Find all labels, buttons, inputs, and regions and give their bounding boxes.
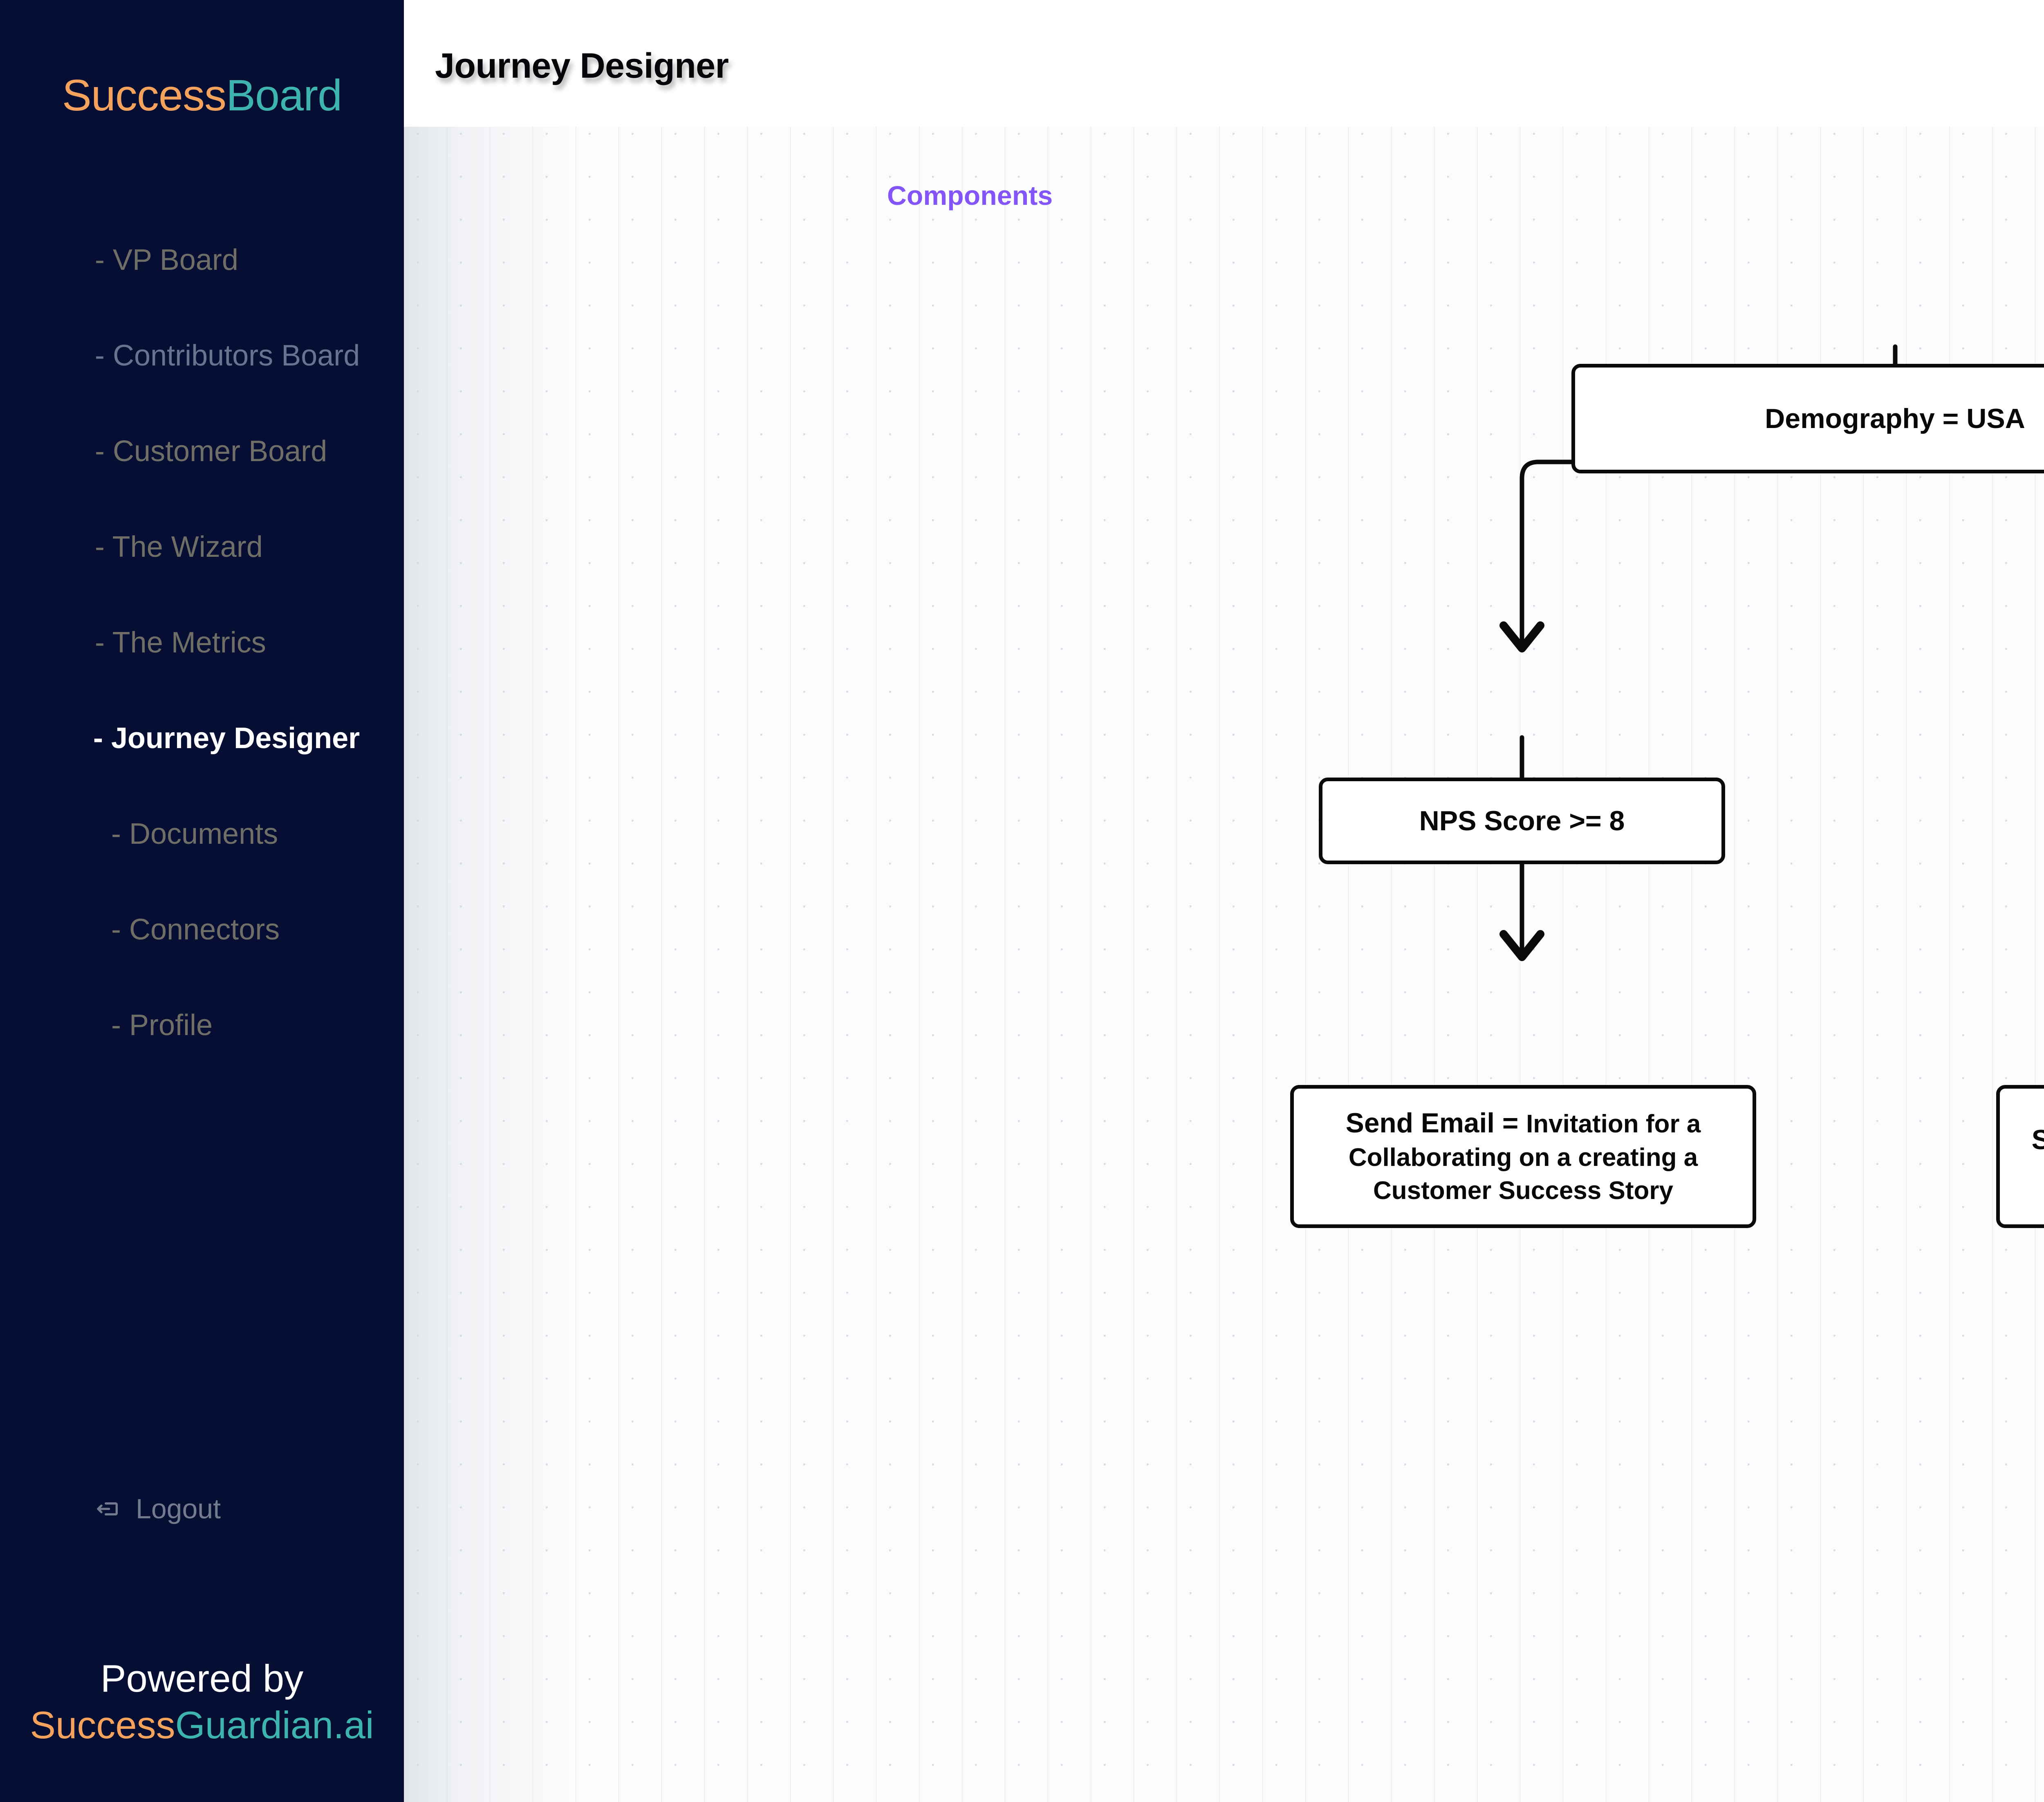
- sidebar-item-vp-board[interactable]: - VP Board: [95, 244, 238, 276]
- logout-label: Logout: [136, 1493, 221, 1524]
- sidebar-item-the-wizard[interactable]: - The Wizard: [95, 531, 263, 563]
- flow-node-action-left[interactable]: Send Email = Invitation for a Collaborat…: [1290, 1085, 1756, 1228]
- brand-logo-part1: Success: [62, 70, 226, 120]
- components-section-label: Components: [887, 180, 1053, 211]
- flow-node-condition-left[interactable]: NPS Score >= 8: [1319, 778, 1725, 864]
- powered-by-footer: Powered by SuccessGuardian.ai: [0, 1655, 404, 1749]
- flow-node-root-label: Demography = USA: [1765, 403, 2025, 434]
- powered-by-brand-part1: Success: [30, 1703, 175, 1747]
- sidebar-item-customer-board[interactable]: - Customer Board: [95, 435, 327, 468]
- flow-node-action-right-lead: Send Email =: [2031, 1124, 2044, 1155]
- sidebar-item-the-metrics[interactable]: - The Metrics: [95, 626, 266, 659]
- flow-node-action-left-rest: Invitation for a Collaborating on a crea…: [1348, 1110, 1701, 1205]
- flow-connectors: [1499, 344, 2044, 961]
- powered-by-brand-part2: Guardian.ai: [175, 1703, 374, 1747]
- brand-logo-part2: Board: [226, 70, 342, 120]
- sidebar-item-connectors[interactable]: - Connectors: [111, 913, 280, 946]
- page-title: Journey Designer: [435, 46, 729, 85]
- brand-logo[interactable]: SuccessBoard: [0, 69, 404, 121]
- flow-node-root[interactable]: Demography = USA: [1571, 364, 2044, 473]
- sidebar-item-journey-designer[interactable]: - Journey Designer: [93, 722, 360, 755]
- arrowhead-left-cond: [1499, 621, 1544, 652]
- flow-node-action-right-text: Send Email = Inviting for Meeting to dis…: [2010, 1122, 2044, 1191]
- sidebar-item-profile[interactable]: - Profile: [111, 1009, 213, 1042]
- logout-icon: [97, 1502, 118, 1515]
- sidebar-nav: - VP Board - Contributors Board - Custom…: [0, 245, 404, 1106]
- main-area: Journey Designer Components: [404, 0, 2044, 1802]
- flow-node-action-left-lead: Send Email =: [1345, 1108, 1526, 1139]
- sidebar: SuccessBoard - VP Board - Contributors B…: [0, 0, 404, 1802]
- powered-by-label: Powered by: [100, 1656, 304, 1700]
- flow-node-action-left-text: Send Email = Invitation for a Collaborat…: [1304, 1105, 1742, 1207]
- powered-by-brand: SuccessGuardian.ai: [0, 1702, 404, 1749]
- flow-node-action-right[interactable]: Send Email = Inviting for Meeting to dis…: [1996, 1085, 2044, 1228]
- sidebar-item-documents[interactable]: - Documents: [111, 818, 278, 850]
- arrowhead-left-leaf: [1499, 930, 1544, 961]
- logout-button[interactable]: Logout: [95, 1493, 221, 1525]
- sidebar-item-contributors-board[interactable]: - Contributors Board: [95, 339, 360, 372]
- edge-root-to-left: [1520, 443, 1898, 646]
- flow-node-condition-left-label: NPS Score >= 8: [1419, 805, 1625, 836]
